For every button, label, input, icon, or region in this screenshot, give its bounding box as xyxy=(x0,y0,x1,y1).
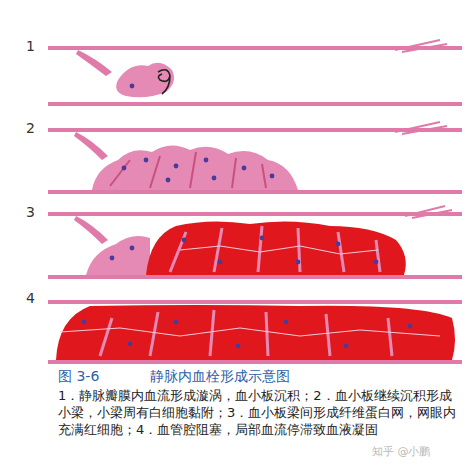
occlusive-clot xyxy=(56,305,455,360)
fibrin-net xyxy=(180,246,378,254)
platelet-trabecula xyxy=(100,310,392,356)
panel-number: 4 xyxy=(26,290,35,306)
leukocyte-dots xyxy=(82,320,413,349)
vein-panel-2 xyxy=(48,122,462,194)
valve-leaflet xyxy=(74,132,108,160)
vein-wall xyxy=(48,190,462,194)
figure-title: 静脉内血栓形成示意图 xyxy=(150,368,290,386)
panel-number: 1 xyxy=(26,38,35,54)
vein-wall xyxy=(48,275,462,279)
leukocyte-dot xyxy=(130,84,135,89)
vein-wall xyxy=(48,360,462,364)
fibrin-net xyxy=(60,328,440,336)
leukocyte-dots xyxy=(122,158,275,183)
vein-wall xyxy=(48,300,462,304)
vein-wall xyxy=(48,102,462,106)
vein-wall xyxy=(48,212,462,216)
vein-panel-1 xyxy=(48,40,462,106)
panel-number: 2 xyxy=(26,120,35,136)
watermark: 知乎 @小鹏 xyxy=(372,444,431,459)
platelet-deposit xyxy=(116,63,174,98)
figure-number: 图 3-6 xyxy=(58,368,99,386)
valve-leaflet xyxy=(405,206,452,218)
valve-leaflet xyxy=(76,50,112,76)
valve-leaflet xyxy=(74,216,108,244)
vortex-symbol xyxy=(158,70,170,94)
platelet-trabecula xyxy=(110,152,266,188)
red-thrombus xyxy=(146,221,406,275)
leukocyte-dots xyxy=(110,236,379,265)
figure-caption: 1．静脉瓣膜内血流形成漩涡，血小板沉积；2．血小板继续沉积形成小梁，小梁周有白细… xyxy=(58,387,462,438)
vein-panel-4 xyxy=(48,300,462,364)
valve-leaflet xyxy=(395,122,447,134)
platelet-trabeculae xyxy=(86,236,150,275)
vein-panel-3 xyxy=(48,206,462,279)
valve-leaflet xyxy=(395,40,447,52)
platelet-trabecula xyxy=(170,226,380,272)
platelet-trabeculae xyxy=(92,145,298,190)
panel-number: 3 xyxy=(26,204,35,220)
